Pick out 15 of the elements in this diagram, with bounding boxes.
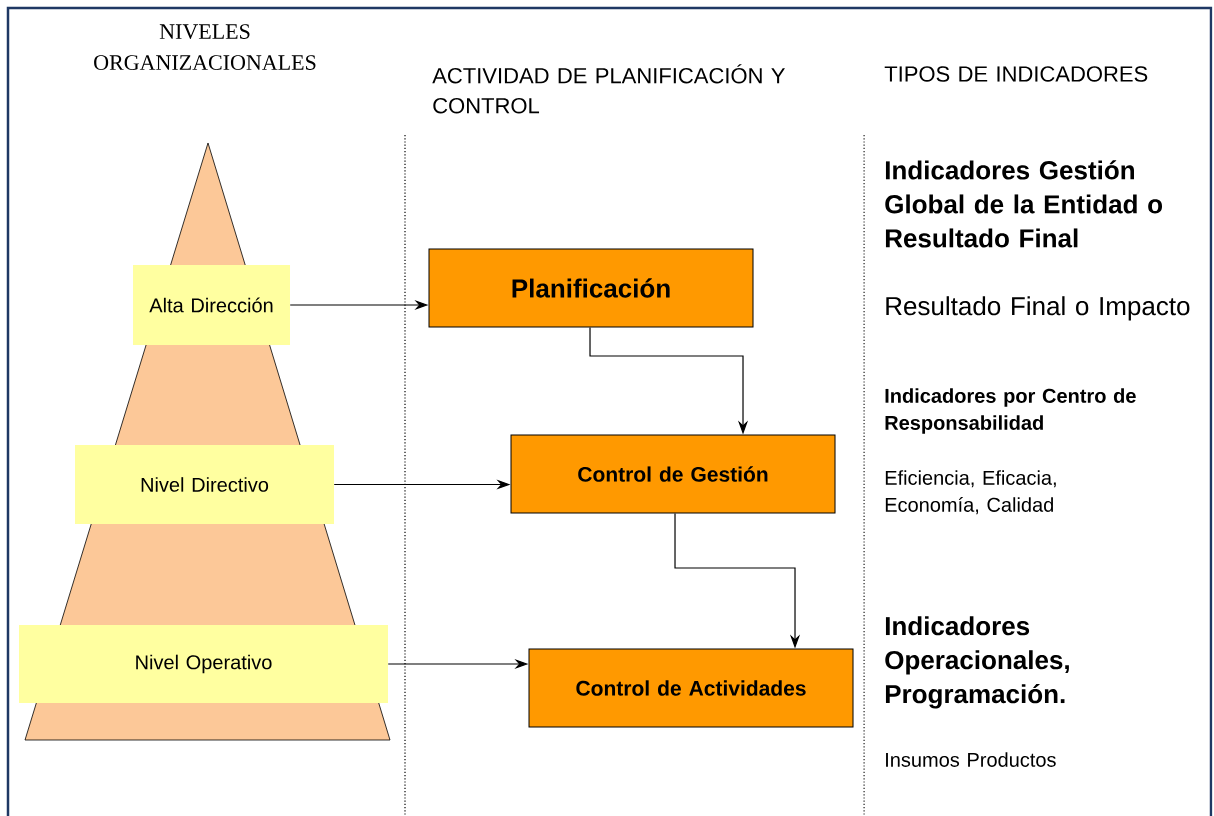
level-box: Nivel Operativo: [19, 625, 388, 703]
level-box: Alta Dirección: [133, 265, 290, 345]
process-box: Control de Actividades: [528, 648, 854, 728]
indicator-text: Indicadores Gestión Global de la Entidad o Resultado Final: [885, 160, 1162, 248]
column-heading: TIPOS DE INDICADORES: [884, 66, 1148, 82]
level-box: Nivel Directivo: [75, 445, 334, 524]
indicator-text: Resultado Final o Impacto: [886, 296, 1190, 321]
column-heading: NIVELES ORGANIZACIONALES: [94, 24, 316, 70]
column-heading: ACTIVIDAD DE PLANIFICACIÓN Y CONTROL: [432, 64, 785, 114]
process-box: Control de Gestión: [510, 434, 836, 514]
indicator-text: Eficiencia, Eficacia, Economía, Calidad: [885, 470, 1056, 515]
indicator-text: Indicadores Operacionales, Programación.: [885, 616, 1069, 709]
indicator-text: Indicadores por Centro de Responsabilidad: [885, 388, 1136, 434]
indicator-text: Insumos Productos: [886, 752, 1056, 767]
process-box: Planificación: [428, 248, 754, 328]
